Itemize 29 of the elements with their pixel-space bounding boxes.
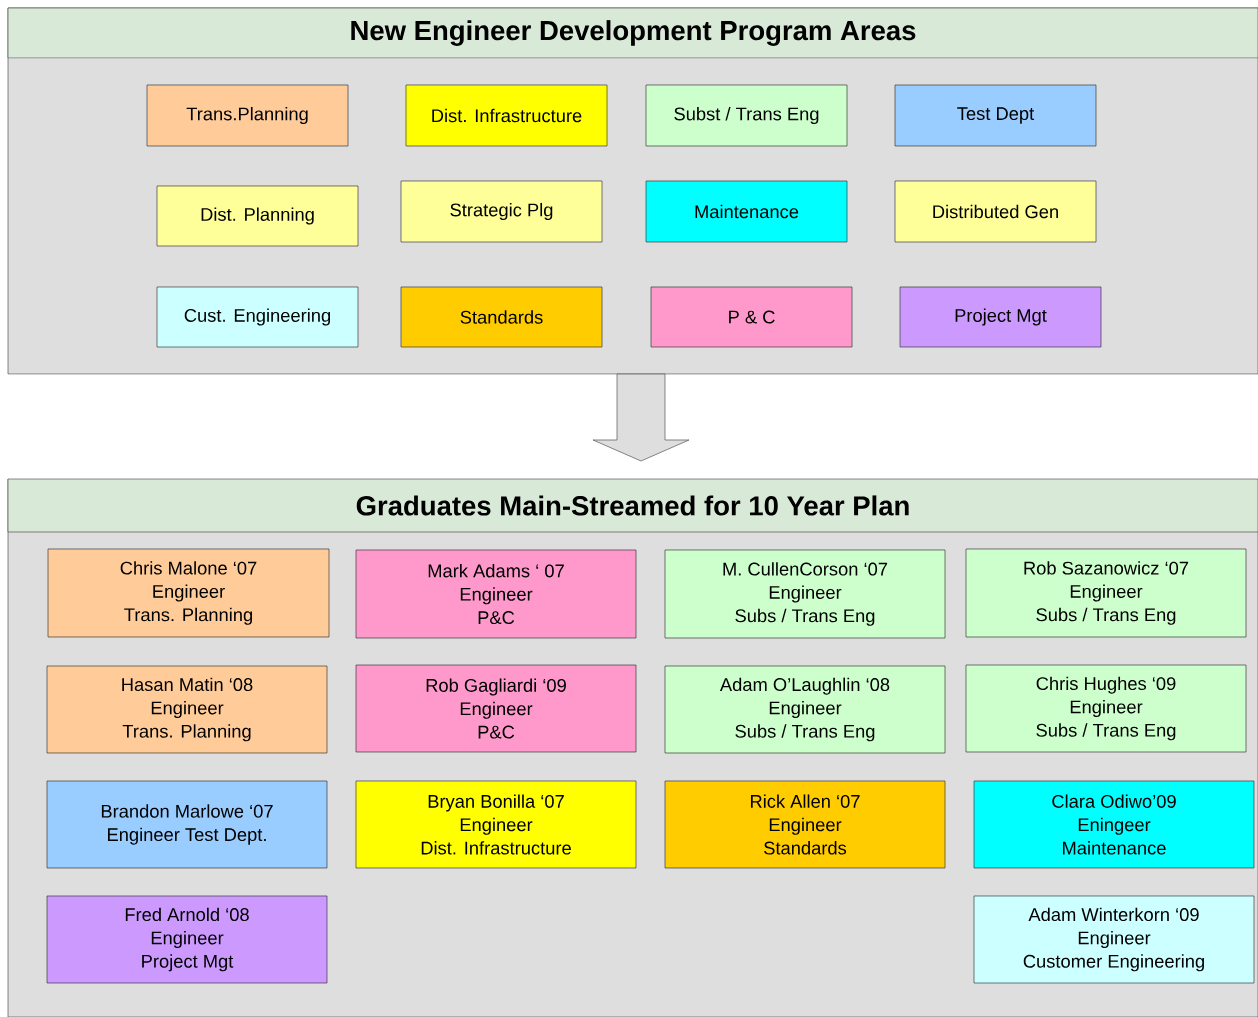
area-box: Dist. Infrastructure (405, 84, 608, 147)
graduate-box: M. CullenCorson ‘07 Engineer Subs / Trans Eng (664, 549, 946, 639)
title-band: New Engineer Development Program Areas (7, 7, 1258, 59)
area-box: Strategic Plg (400, 180, 603, 243)
graduate-box: Hasan Matin ‘08 Engineer Trans. Planning (46, 665, 328, 754)
graduate-box: Fred Arnold ‘08 Engineer Project Mgt (46, 895, 328, 984)
area-box: Maintenance (645, 180, 848, 243)
area-box: Trans.Planning (146, 84, 349, 147)
graduate-box: Mark Adams ‘ 07 Engineer P&C (355, 549, 637, 639)
block-arrow (592, 373, 690, 462)
area-box: Cust. Engineering (156, 286, 359, 348)
area-box: Subst / Trans Eng (645, 84, 848, 147)
graduate-box: Bryan Bonilla ‘07 Engineer Dist. Infrastructure (355, 780, 637, 869)
graduate-box: Chris Malone ‘07 Engineer Trans. Planning (47, 548, 330, 638)
graduate-box: Clara Odiwo’09 Eningeer Maintenance (973, 780, 1255, 869)
area-box: Project Mgt (899, 286, 1102, 348)
area-box: Standards (400, 286, 603, 348)
title-band: Graduates Main-Streamed for 10 Year Plan (7, 478, 1258, 533)
area-box: Dist. Planning (156, 185, 359, 247)
graduate-box: Rob Gagliardi ‘09 Engineer P&C (355, 664, 637, 753)
area-box: Distributed Gen (894, 180, 1097, 243)
graduate-box: Rick Allen ‘07 Engineer Standards (664, 780, 946, 869)
graduate-box: Adam O’Laughlin ‘08 Engineer Subs / Trans Eng (664, 665, 946, 754)
graduate-box: Chris Hughes ‘09 Engineer Subs / Trans Eng (965, 664, 1247, 753)
graduate-box: Adam Winterkorn ‘09 Engineer Customer Engineering (973, 895, 1255, 984)
area-box: Test Dept (894, 84, 1097, 147)
area-box: P & C (650, 286, 853, 348)
graduate-box: Brandon Marlowe ‘07 Engineer Test Dept. (46, 780, 328, 869)
graduate-box: Rob Sazanowicz ‘07 Engineer Subs / Trans Eng (965, 548, 1247, 638)
